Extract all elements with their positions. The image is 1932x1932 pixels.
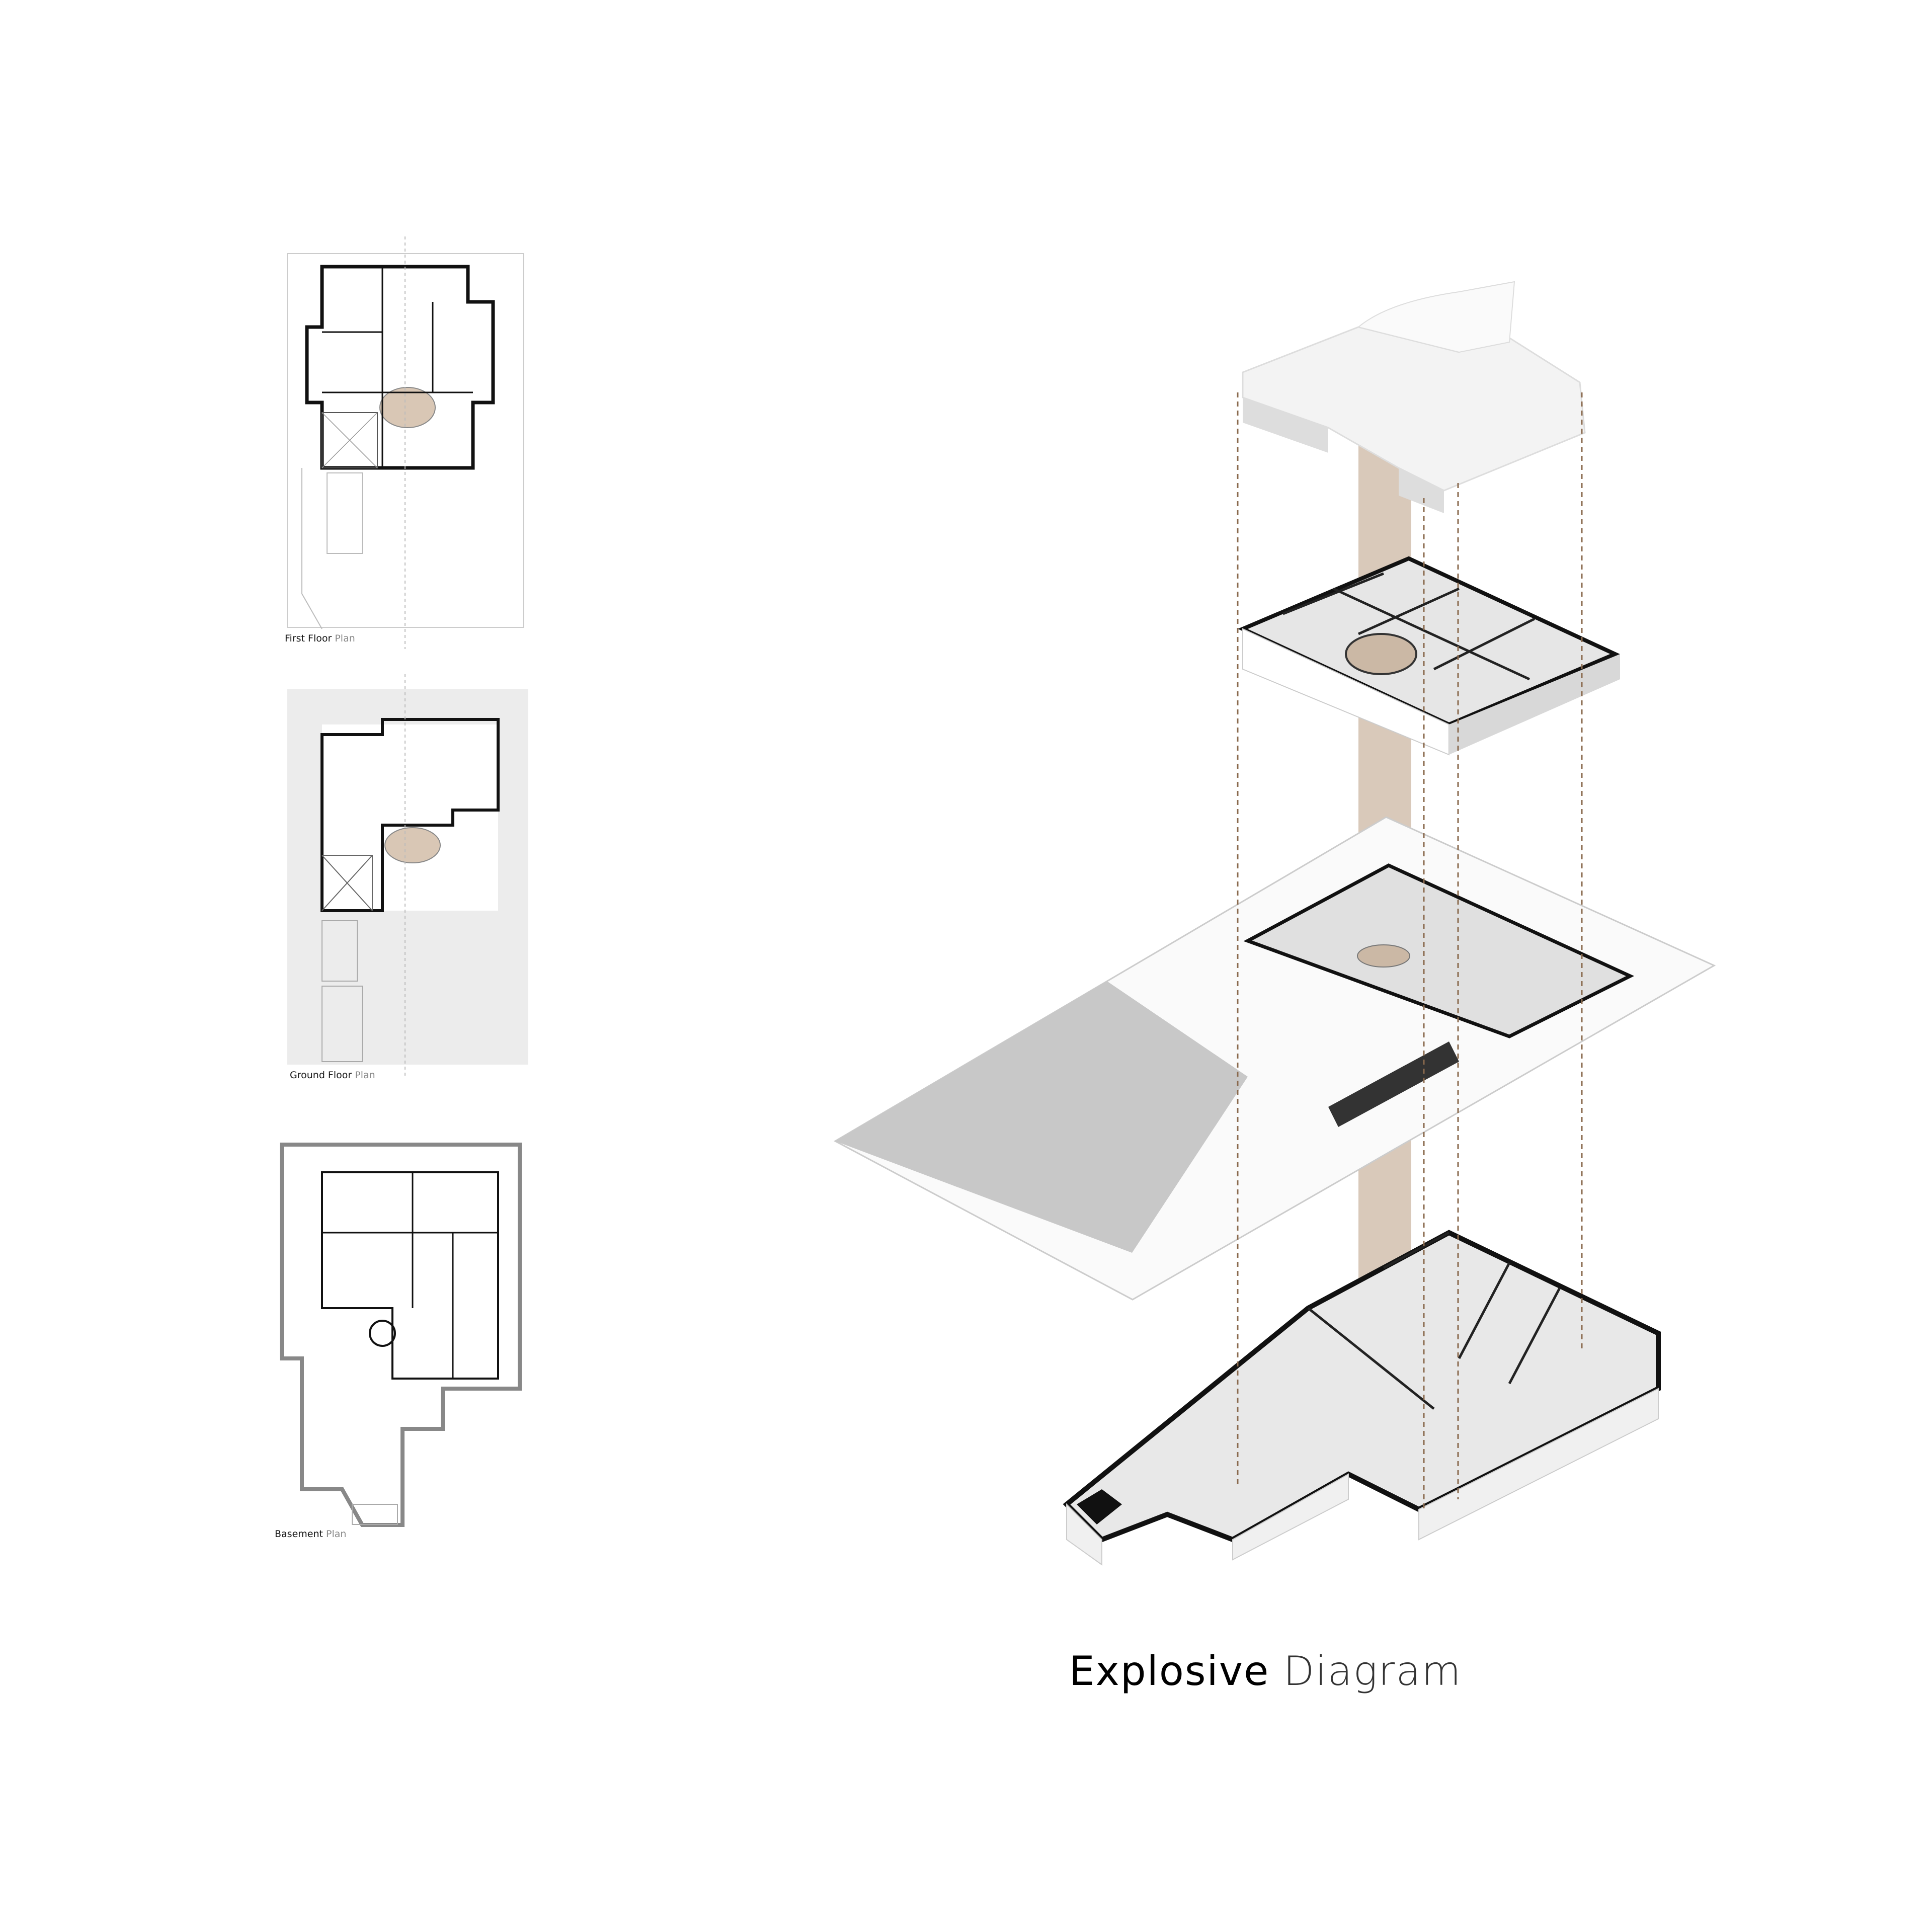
plan-label-light: Plan bbox=[335, 633, 355, 644]
roof-layer bbox=[1242, 281, 1586, 513]
plan-label-bold: Basement bbox=[275, 1528, 323, 1540]
diagram-title: Explosive Diagram bbox=[1069, 1648, 1462, 1695]
first-floor-plan bbox=[287, 236, 524, 649]
ground-floor-layer bbox=[833, 816, 1716, 1301]
title-light: Diagram bbox=[1283, 1648, 1462, 1695]
first-floor-plan-label: First Floor Plan bbox=[285, 633, 355, 644]
ground-floor-plan bbox=[287, 674, 528, 1077]
plan-label-light: Plan bbox=[326, 1528, 347, 1540]
basement-plan bbox=[280, 1143, 522, 1527]
ground-floor-plan-label: Ground Floor Plan bbox=[290, 1070, 375, 1081]
plan-label-bold: First Floor bbox=[285, 633, 332, 644]
plan-label-light: Plan bbox=[355, 1070, 375, 1081]
basement-layer bbox=[1063, 1230, 1661, 1566]
first-floor-layer bbox=[1238, 556, 1620, 756]
title-bold: Explosive bbox=[1069, 1648, 1270, 1695]
alignment-guides bbox=[1237, 392, 1583, 1509]
basement-plan-label: Basement Plan bbox=[275, 1528, 346, 1540]
plan-label-bold: Ground Floor bbox=[290, 1070, 352, 1081]
